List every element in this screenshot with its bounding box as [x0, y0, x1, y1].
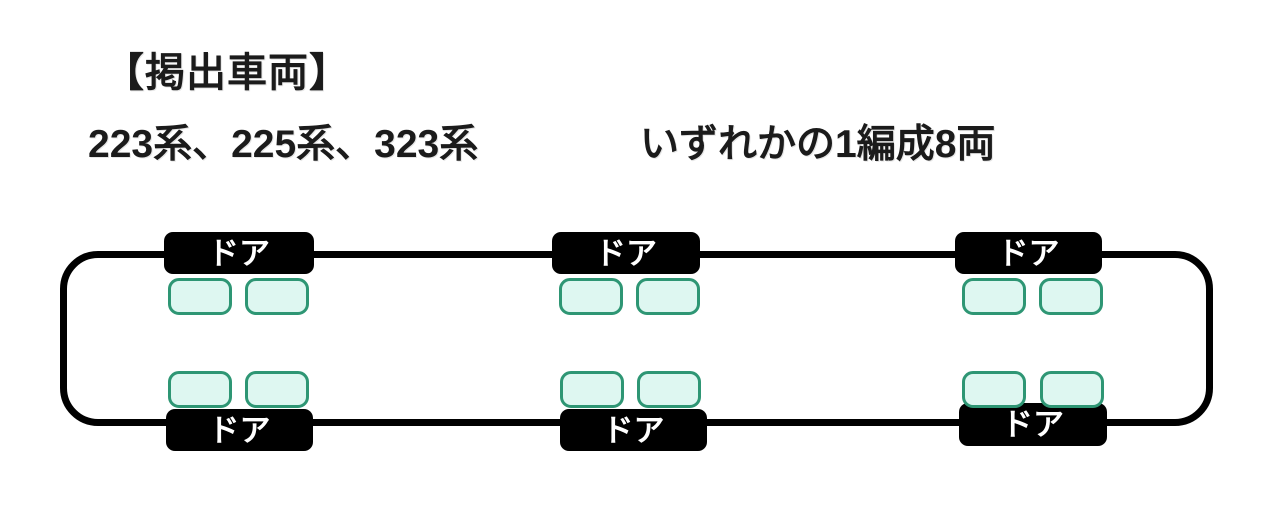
ad-window [245, 371, 309, 408]
door-label: ドア [208, 235, 270, 271]
door-bottom-left: ドア [166, 409, 313, 451]
subtitle-formation-note: いずれかの1編成8両 [640, 123, 996, 166]
door-top-left: ドア [164, 232, 314, 274]
ad-window [962, 371, 1026, 408]
door-label: ドア [595, 235, 657, 271]
ad-window [245, 278, 309, 315]
ad-window [168, 371, 232, 408]
ad-window [636, 278, 700, 315]
ad-window [637, 371, 701, 408]
page-title: 【掲出車両】 [104, 51, 350, 95]
ad-window [168, 278, 232, 315]
subtitle-train-series: 223系、225系、323系 [88, 123, 479, 166]
door-label: ドア [997, 235, 1060, 271]
door-bottom-right: ドア [959, 403, 1107, 446]
door-label: ドア [1002, 407, 1064, 442]
door-label: ドア [602, 412, 665, 448]
door-bottom-center: ドア [560, 409, 707, 451]
ad-window [1040, 371, 1104, 408]
door-label: ドア [208, 412, 271, 448]
ad-window [560, 371, 624, 408]
door-top-center: ドア [552, 232, 700, 274]
door-top-right: ドア [955, 232, 1102, 274]
ad-window [962, 278, 1026, 315]
ad-window [1039, 278, 1103, 315]
ad-window [559, 278, 623, 315]
